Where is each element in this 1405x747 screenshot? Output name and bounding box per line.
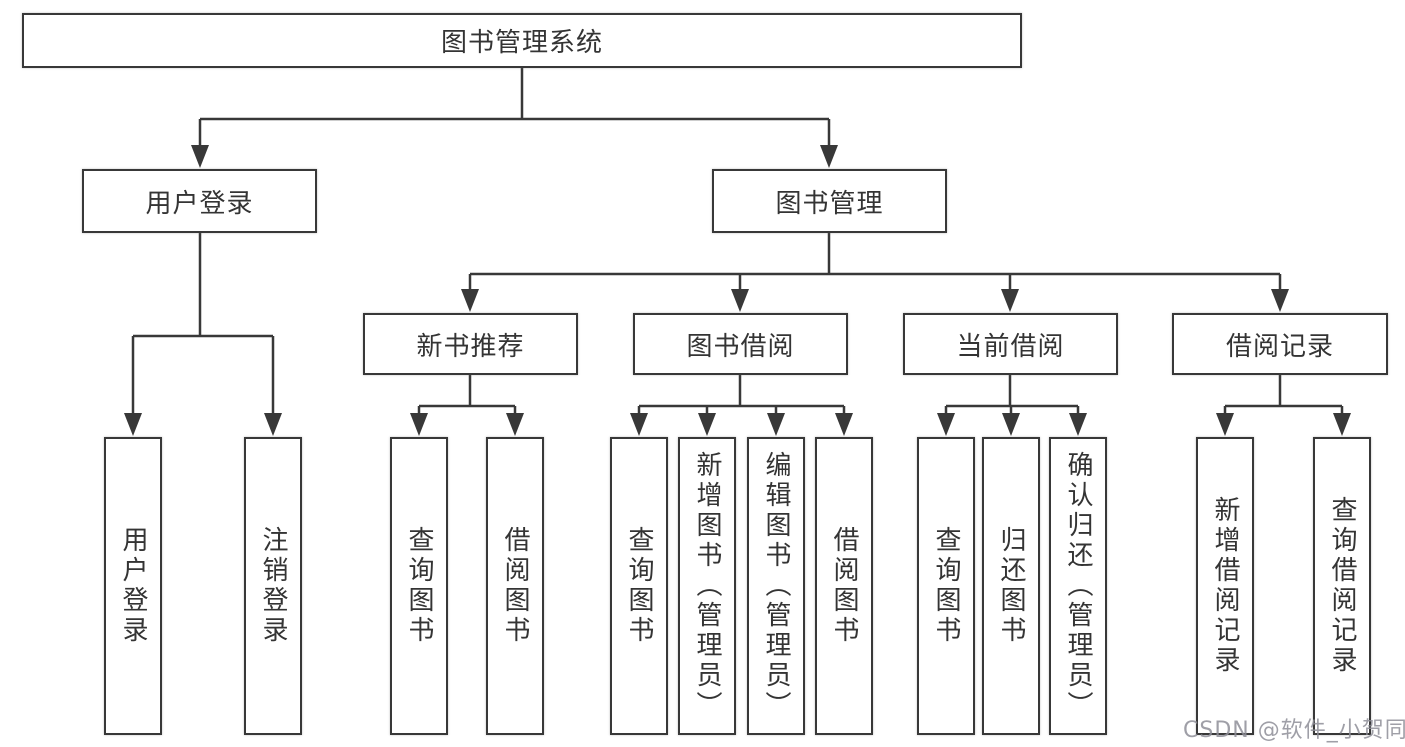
- node-book-management-label: 图书管理: [775, 188, 884, 219]
- node-user-login-label: 用户登录: [145, 188, 254, 219]
- leaf-user-login: 用户登录: [104, 437, 162, 735]
- leaf-borrow-books-recommend: 借阅图书: [486, 437, 544, 735]
- node-book-management: 图书管理: [712, 169, 947, 233]
- leaf-query-books-recommend-label: 查询图书: [404, 526, 434, 646]
- node-book-borrow: 图书借阅: [633, 313, 848, 375]
- leaf-add-borrow-record-label: 新增借阅记录: [1210, 496, 1240, 676]
- connector-book-mgmt-to-level3: [468, 233, 1282, 291]
- node-root: 图书管理系统: [22, 13, 1022, 68]
- connector-new-book-to-leaves: [417, 375, 517, 415]
- node-root-label: 图书管理系统: [440, 28, 603, 58]
- leaf-query-books-recommend: 查询图书: [390, 437, 448, 735]
- connector-book-borrow-to-leaves: [637, 375, 846, 415]
- leaf-edit-books-admin: 编辑图书（管理员）: [747, 437, 805, 735]
- node-current-borrow-label: 当前借阅: [956, 331, 1065, 362]
- leaf-query-borrow-record-label: 查询借阅记录: [1327, 496, 1357, 676]
- node-current-borrow: 当前借阅: [903, 313, 1118, 375]
- leaf-borrow-books: 借阅图书: [815, 437, 873, 735]
- leaf-logout: 注销登录: [244, 437, 302, 735]
- leaf-add-borrow-record: 新增借阅记录: [1196, 437, 1254, 735]
- node-user-login: 用户登录: [82, 169, 317, 233]
- node-new-book-recommend: 新书推荐: [363, 313, 578, 375]
- connector-user-login-to-leaves: [131, 233, 275, 415]
- leaf-confirm-return-admin: 确认归还（管理员）: [1049, 437, 1107, 735]
- leaf-return-books-label: 归还图书: [996, 526, 1026, 646]
- csdn-watermark: CSDN @软件_小贺同学: [1183, 718, 1405, 743]
- connector-root-to-level2: [198, 68, 831, 147]
- node-borrow-records: 借阅记录: [1172, 313, 1388, 375]
- node-new-book-recommend-label: 新书推荐: [416, 331, 525, 362]
- leaf-add-books-admin-label: 新增图书（管理员）: [692, 451, 722, 721]
- leaf-query-books-borrow-label: 查询图书: [624, 526, 654, 646]
- leaf-query-books-current-label: 查询图书: [931, 526, 961, 646]
- leaf-add-books-admin: 新增图书（管理员）: [678, 437, 736, 735]
- leaf-logout-label: 注销登录: [258, 526, 288, 646]
- leaf-return-books: 归还图书: [982, 437, 1040, 735]
- leaf-confirm-return-admin-label: 确认归还（管理员）: [1063, 451, 1093, 721]
- leaf-edit-books-admin-label: 编辑图书（管理员）: [761, 451, 791, 721]
- connector-borrow-records-to-leaves: [1223, 375, 1344, 415]
- connector-current-borrow-to-leaves: [944, 375, 1080, 415]
- leaf-borrow-books-recommend-label: 借阅图书: [500, 526, 530, 646]
- node-book-borrow-label: 图书借阅: [686, 331, 795, 362]
- leaf-query-borrow-record: 查询借阅记录: [1313, 437, 1371, 735]
- leaf-user-login-label: 用户登录: [118, 526, 148, 646]
- leaf-query-books-current: 查询图书: [917, 437, 975, 735]
- leaf-borrow-books-label: 借阅图书: [829, 526, 859, 646]
- node-borrow-records-label: 借阅记录: [1225, 331, 1334, 362]
- leaf-query-books-borrow: 查询图书: [610, 437, 668, 735]
